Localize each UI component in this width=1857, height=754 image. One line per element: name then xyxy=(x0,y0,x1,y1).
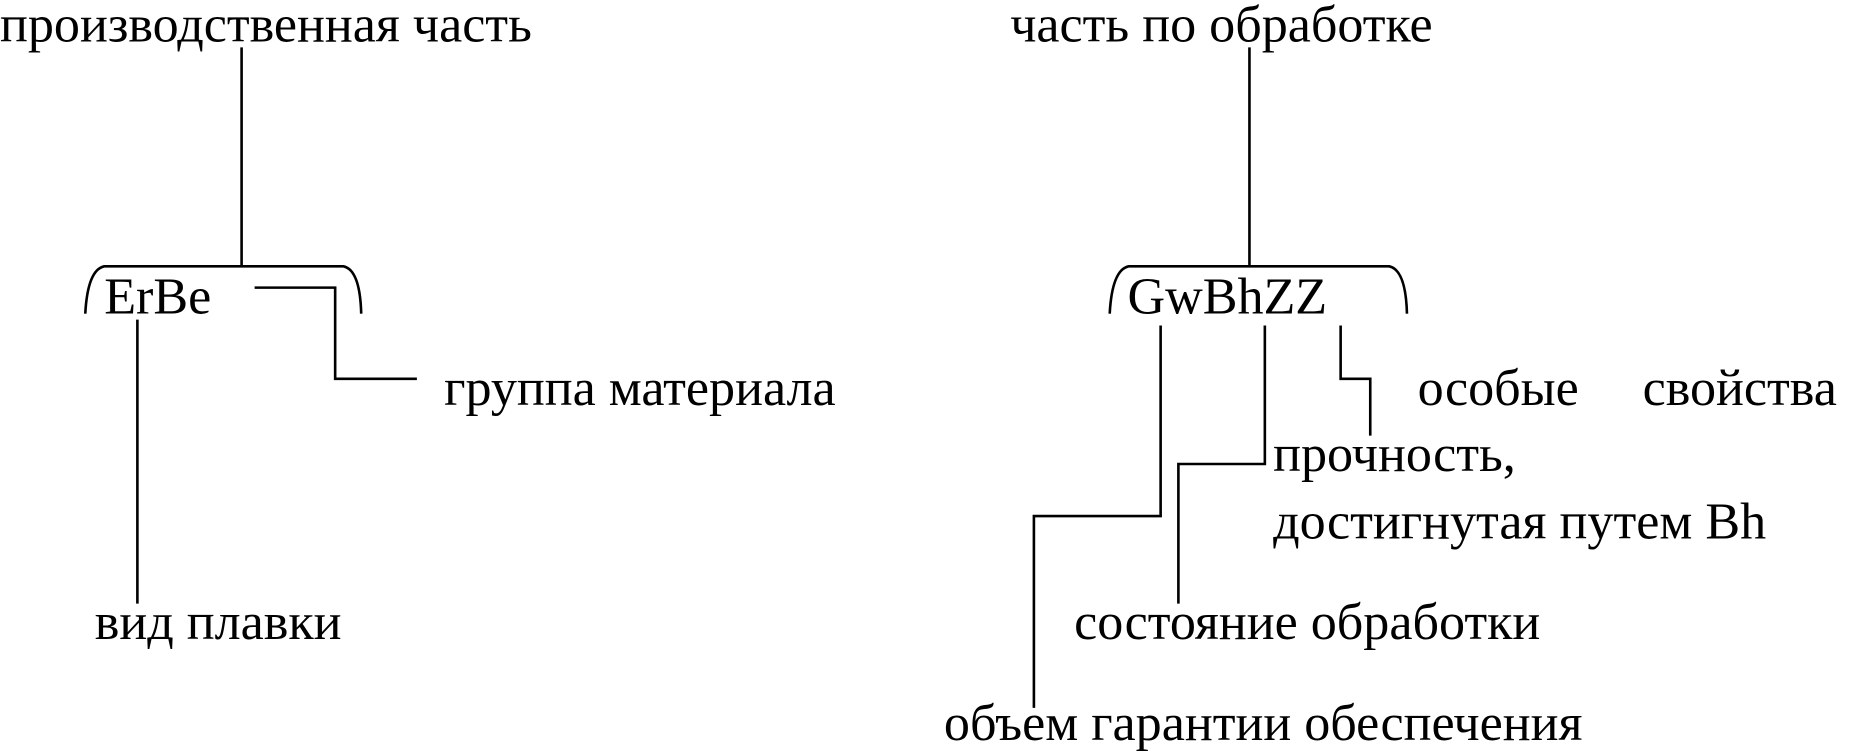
treatment-state-label: состояние обработки xyxy=(1074,594,1540,651)
special-properties-label-2: свойства xyxy=(1643,360,1837,417)
guarantee-scope-label: объем гарантии обеспечения xyxy=(944,695,1583,752)
strength-connector xyxy=(1177,325,1267,604)
strength-label-line1: прочность, xyxy=(1273,426,1516,483)
special-properties-label-1: особые xyxy=(1418,360,1579,417)
right-bracket xyxy=(1108,265,1409,314)
strength-label-line2: достигнутая путем Bh xyxy=(1273,494,1766,551)
right-code: GwBhZZ xyxy=(1127,269,1327,326)
right-title: часть по обработке xyxy=(1010,0,1432,53)
special-properties-connector xyxy=(1339,325,1372,436)
melting-type-label: вид плавки xyxy=(95,594,342,651)
guarantee-connector xyxy=(1032,325,1162,708)
left-code: ErBe xyxy=(104,269,211,326)
left-bracket xyxy=(83,265,363,314)
material-group-connector xyxy=(254,286,417,381)
material-group-label: группа материала xyxy=(444,360,836,417)
left-title: производственная часть xyxy=(0,0,532,53)
